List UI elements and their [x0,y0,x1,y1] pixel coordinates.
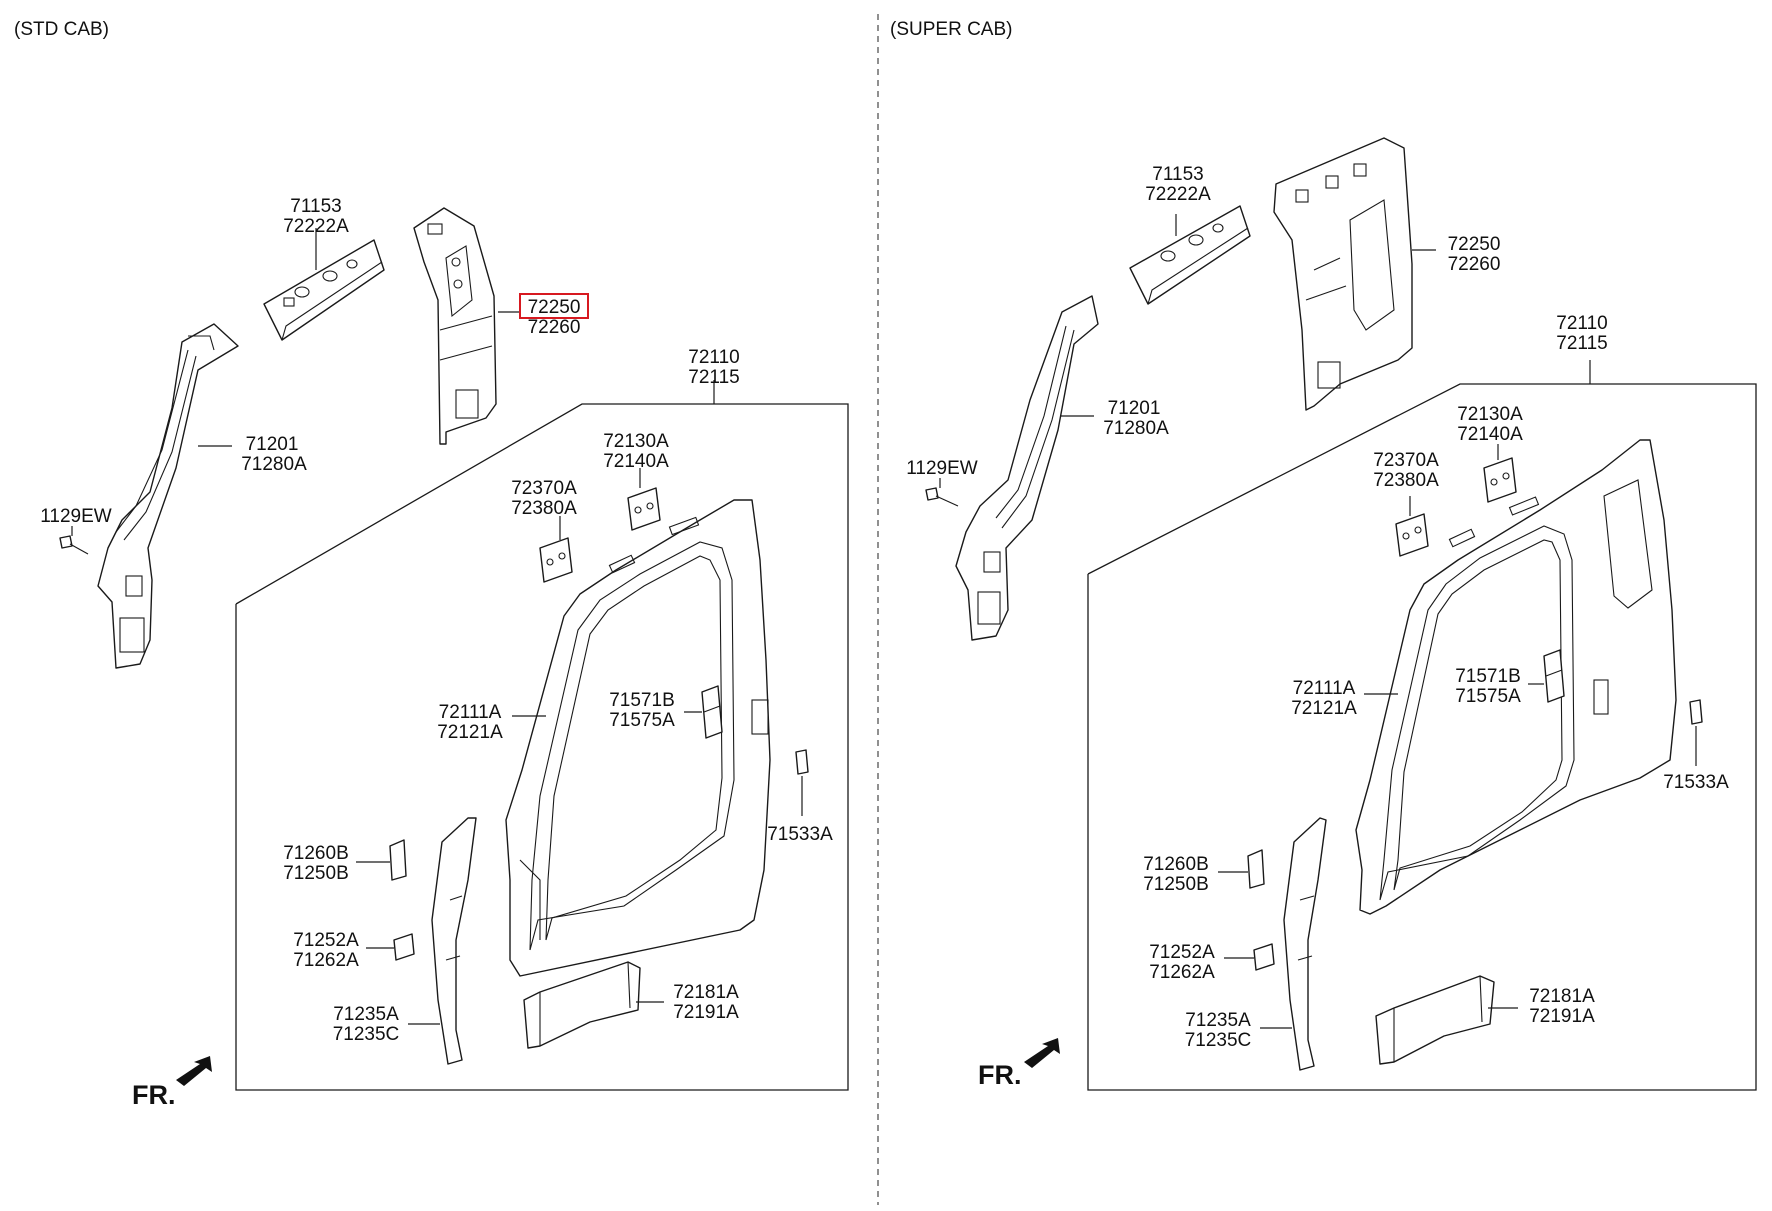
super-label-72222A: 72222A [1145,184,1211,205]
std-label-71235C: 71235C [333,1024,400,1045]
super-label-72115: 72115 [1556,333,1607,354]
super-label-71280A: 71280A [1103,418,1169,439]
super-label-71262A: 71262A [1149,962,1215,983]
super-bolt [925,487,959,507]
super-fr-arrow [1024,1038,1060,1068]
std-small-bracket [795,749,809,775]
std-label-71280A: 71280A [241,454,307,475]
std-side-outer-frame [235,403,849,1091]
std-reinforce [701,685,723,739]
super-side-outer [1355,439,1677,915]
super-label-72181A: 72181A [1529,986,1595,1007]
super-label-72260: 72260 [1448,254,1501,275]
super-label-72250: 72250 [1448,234,1501,255]
std-label-71533A: 71533A [767,824,833,845]
super-cab-title: (SUPER CAB) [890,19,1012,40]
std-label-72260: 72260 [528,317,581,338]
std-roof-rail [263,239,385,341]
std-label-72370A: 72370A [511,478,577,499]
super-front-pillar-lower [1283,817,1327,1071]
super-bracket-72130A [1483,457,1517,503]
std-label-71201: 71201 [246,434,299,455]
super-label-71235A: 71235A [1185,1010,1251,1031]
std-center-pillar [413,207,497,445]
super-roof-rail [1129,205,1251,305]
std-label-71262A: 71262A [293,950,359,971]
super-label-72380A: 72380A [1373,470,1439,491]
super-center-pillar [1273,137,1413,411]
std-hinge-upper [389,839,407,881]
std-label-71235A: 71235A [333,1004,399,1025]
std-label-1129EW: 1129EW [40,506,112,527]
super-label-72191A: 72191A [1529,1006,1595,1027]
super-label-71250B: 71250B [1143,874,1209,895]
std-label-72110: 72110 [688,347,739,368]
super-label-71533A: 71533A [1663,772,1729,793]
super-hinge-lower [1253,943,1275,971]
super-label-71252A: 71252A [1149,942,1215,963]
std-label-72115: 72115 [688,367,739,388]
super-cab-panel: (SUPER CAB) [890,19,1757,1091]
std-fr-label: FR. [132,1080,176,1110]
std-label-72222A: 72222A [283,216,349,237]
std-label-72140A: 72140A [603,451,669,472]
std-leaders [71,228,803,1025]
super-label-71201: 71201 [1108,398,1161,419]
super-label-72130A: 72130A [1457,404,1523,425]
std-label-72111A: 72111A [439,702,502,723]
std-label-72130A: 72130A [603,431,669,452]
super-bracket-72370A [1395,513,1429,557]
std-highlight-box [519,293,589,319]
std-label-71260B: 71260B [283,843,349,864]
std-bracket-72370A [539,537,573,583]
super-front-pillar [955,295,1099,641]
super-side-outer-frame [1087,383,1757,1091]
std-label-71250B: 71250B [283,863,349,884]
super-label-72370A: 72370A [1373,450,1439,471]
super-label-72140A: 72140A [1457,424,1523,445]
std-label-72121A: 72121A [437,722,503,743]
super-label-72111A: 72111A [1293,678,1356,699]
std-bracket-72130A [627,487,661,531]
std-fr-arrow [176,1056,212,1086]
std-side-outer [505,499,771,977]
std-labels: 71153 72222A 72250 72260 72110 72115 712… [40,196,833,1045]
super-sill [1375,975,1495,1065]
super-label-72110: 72110 [1556,313,1607,334]
std-front-pillar [97,323,239,669]
std-label-72181A: 72181A [673,982,739,1003]
super-label-71260B: 71260B [1143,854,1209,875]
super-label-1129EW: 1129EW [906,458,978,479]
std-cab-title: (STD CAB) [14,19,109,40]
std-hinge-lower [393,933,415,961]
super-label-72121A: 72121A [1291,698,1357,719]
std-label-72380A: 72380A [511,498,577,519]
super-small-bracket [1689,699,1703,725]
std-bolt [59,535,89,555]
super-label-71575A: 71575A [1455,686,1521,707]
super-fr-label: FR. [978,1060,1022,1090]
super-reinforce [1543,649,1565,703]
std-label-71575A: 71575A [609,710,675,731]
std-label-71571B: 71571B [609,690,675,711]
super-label-71571B: 71571B [1455,666,1521,687]
super-leaders [939,214,1697,1029]
super-hinge-upper [1247,849,1265,889]
std-label-71153: 71153 [290,196,341,217]
std-sill [523,961,641,1049]
std-label-71252A: 71252A [293,930,359,951]
super-labels: 71153 72222A 72250 72260 72110 72115 712… [906,164,1729,1051]
std-cab-panel: (STD CAB) [14,19,849,1110]
super-label-71153: 71153 [1152,164,1203,185]
std-front-pillar-lower [431,817,477,1065]
std-label-72191A: 72191A [673,1002,739,1023]
std-label-72250: 72250 [528,297,581,318]
super-label-71235C: 71235C [1185,1030,1252,1051]
